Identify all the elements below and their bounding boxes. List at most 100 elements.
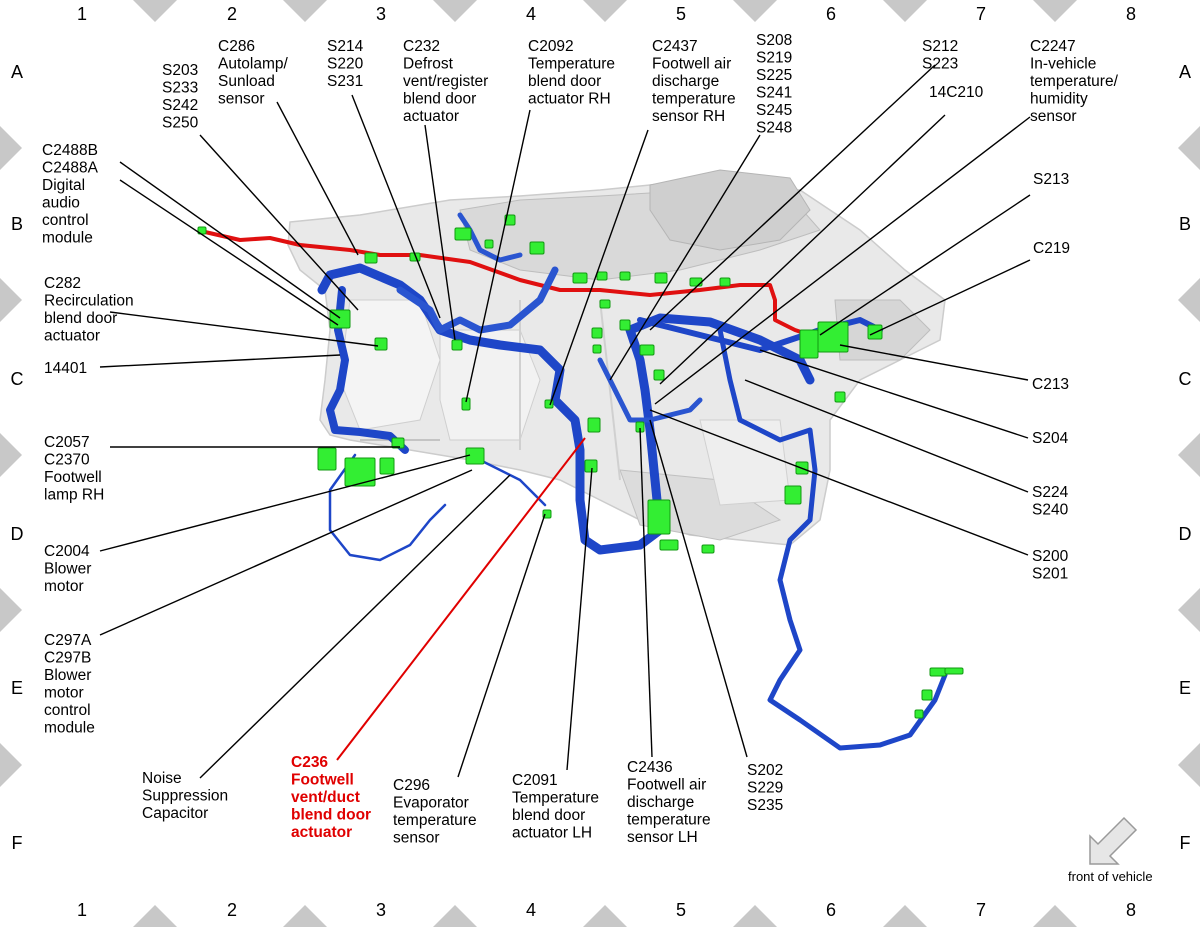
leader-line: [199, 134, 359, 311]
connector-block: [654, 272, 668, 284]
connector-block: [701, 544, 715, 554]
grid-column-label: 7: [976, 4, 986, 24]
connector-block: [914, 709, 924, 719]
frame-marker: [0, 743, 22, 787]
front-arrow-icon: [1089, 816, 1138, 865]
grid-column-label: 3: [376, 4, 386, 24]
harness-left-loop: [326, 286, 409, 454]
connector-block: [587, 417, 601, 433]
leader-line: [424, 124, 456, 341]
leader-line: [109, 311, 379, 347]
frame-marker: [433, 905, 477, 927]
grid-row-label: D: [11, 524, 24, 544]
grid-row-label: A: [1179, 62, 1191, 82]
frame-marker: [0, 433, 22, 477]
leader-line: [759, 349, 1029, 439]
connector-block: [596, 271, 608, 281]
front-of-vehicle-label: front of vehicle: [1068, 869, 1153, 884]
connector-block: [529, 241, 545, 255]
callout-s204: S204: [1032, 430, 1069, 447]
frame-marker: [133, 0, 177, 22]
leader-line: [119, 179, 339, 326]
grid-column-label: 3: [376, 900, 386, 920]
connector-block: [379, 457, 395, 475]
connector-block: [619, 319, 631, 331]
connector-block: [592, 344, 602, 354]
leader-line: [869, 259, 1031, 336]
frame-marker: [583, 905, 627, 927]
leader-line: [119, 161, 341, 319]
frame-marker: [1033, 905, 1077, 927]
front-of-vehicle-indicator: front of vehicle: [1068, 816, 1153, 884]
frame-marker: [133, 905, 177, 927]
leader-line: [654, 116, 1031, 405]
leader-line: [457, 513, 546, 778]
grid-row-label: B: [1179, 214, 1191, 234]
connector-block: [374, 337, 388, 351]
leader-line: [649, 64, 936, 331]
connectors: [197, 214, 964, 719]
frame-marker: [0, 126, 22, 170]
frame-marker: [733, 0, 777, 22]
instrument-panel-illustration: [287, 169, 946, 546]
grid-column-label: 8: [1126, 900, 1136, 920]
leader-line: [276, 101, 359, 256]
leader-line: [819, 194, 1031, 336]
leader-line: [659, 114, 946, 385]
leader-line: [649, 409, 1029, 556]
connector-block: [451, 339, 463, 351]
connector-block: [944, 667, 964, 675]
connector-block: [929, 667, 947, 677]
grid-column-label: 6: [826, 4, 836, 24]
connector-block: [504, 214, 516, 226]
connector-block: [719, 277, 731, 287]
harness-thin-center: [478, 458, 547, 507]
leader-line: [649, 419, 748, 758]
frame-marker: [1178, 433, 1200, 477]
connector-block: [599, 299, 611, 309]
connector-block: [591, 327, 603, 339]
grid-row-label: B: [11, 214, 23, 234]
harness-upper-branch: [396, 266, 559, 334]
frame-marker: [583, 0, 627, 22]
grid-row-label: E: [11, 678, 23, 698]
harness-right-drop: [717, 327, 948, 751]
leader-line: [566, 467, 593, 771]
grid-row-label: F: [12, 833, 23, 853]
connector-block: [659, 539, 679, 551]
frame-marker: [1178, 126, 1200, 170]
grid-column-label: 8: [1126, 4, 1136, 24]
frame-marker: [883, 0, 927, 22]
grid-row-label: C: [11, 369, 24, 389]
leader-line: [99, 469, 473, 636]
grid-column-label: 4: [526, 900, 536, 920]
frame-marker: [1033, 0, 1077, 22]
grid-column-label: 2: [227, 900, 237, 920]
leader-line: [839, 344, 1029, 381]
callout-s213: S213: [1033, 171, 1069, 188]
leader-line: [99, 354, 341, 368]
connector-block: [572, 272, 588, 284]
frame-marker: [1178, 588, 1200, 632]
frame-marker: [1178, 743, 1200, 787]
callout-c213: C213: [1032, 376, 1069, 393]
grid-column-label: 5: [676, 900, 686, 920]
connector-block: [799, 329, 819, 359]
leader-line: [99, 454, 471, 552]
